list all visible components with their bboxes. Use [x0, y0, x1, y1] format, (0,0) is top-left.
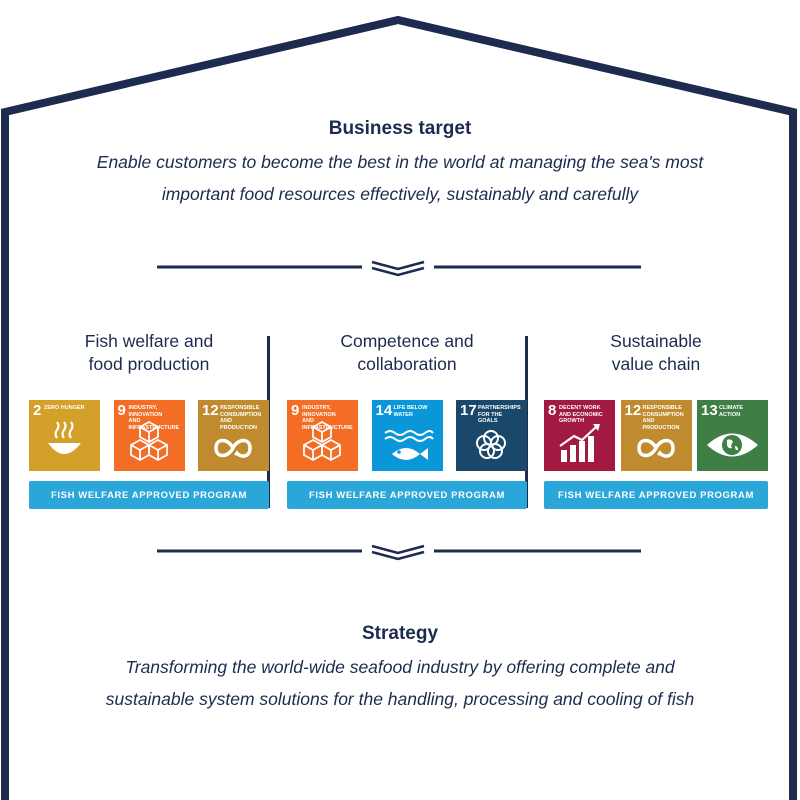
fish-welfare-program-banner: FISH WELFARE APPROVED PROGRAM — [287, 481, 527, 509]
sdg-tile-9: 9 Industry, innovation and infrastructur… — [113, 400, 185, 471]
column-title-line-2: value chain — [611, 354, 701, 374]
sdg-number: 14 — [375, 402, 393, 419]
sdg-tile-2: 2 Zero hunger — [29, 400, 100, 471]
fish-icon — [383, 430, 434, 460]
fish-welfare-program-banner: FISH WELFARE APPROVED PROGRAM — [29, 481, 269, 509]
column-title-line-1: Competence and — [340, 331, 474, 351]
sdg-tile-9: 9 Industry, innovation and infrastructur… — [287, 400, 358, 471]
business-target-text: Enable customers to become the best in t… — [50, 146, 750, 210]
sdg-tile-13: 13 Climate action — [697, 400, 768, 471]
growth-chart-icon — [559, 424, 600, 462]
sdg-label: Industry, innovation and infrastructure — [302, 405, 353, 431]
sdg-tiles: 8 Decent work and economic growth 12 Res… — [544, 400, 768, 471]
strategy-line-2: sustainable system solutions for the han… — [105, 689, 695, 709]
column-title-line-2: collaboration — [357, 354, 457, 374]
sdg-tile-12: 12 Responsible consumption and productio… — [620, 400, 692, 471]
fish-welfare-program-banner: FISH WELFARE APPROVED PROGRAM — [544, 481, 768, 509]
strategy-heading: Strategy — [361, 623, 439, 644]
sdg-label: Responsible consumption and production — [642, 405, 684, 431]
cubes-icon — [303, 420, 341, 462]
eye-globe-icon — [707, 433, 758, 457]
sdg-label: Climate action — [719, 405, 744, 418]
sdg-number: 9 — [117, 402, 126, 419]
sdg-number: 13 — [701, 402, 718, 419]
sdg-number: 12 — [202, 402, 219, 419]
infinity-icon — [636, 438, 675, 458]
sdg-tiles: 9 Industry, innovation and infrastructur… — [287, 400, 527, 471]
sdg-tiles: 2 Zero hunger 9 Industry, innovation and… — [29, 400, 269, 471]
column-title: Sustainable value chain — [544, 330, 768, 378]
sdg-label: Responsible consumption and production — [220, 405, 262, 431]
sdg-label: Life below water — [393, 405, 428, 418]
business-target-heading: Business target — [328, 118, 472, 139]
flower-icon — [476, 430, 506, 459]
column-value-chain: Sustainable value chain 8 Decent work an… — [544, 330, 768, 509]
sdg-label: Decent work and economic growth — [559, 405, 603, 424]
column-title: Fish welfare and food production — [29, 330, 269, 378]
sdg-number: 8 — [548, 402, 557, 419]
business-target-line-2: important food resources effectively, su… — [161, 184, 639, 204]
sdg-number: 12 — [624, 402, 642, 419]
strategy-text: Transforming the world-wide seafood indu… — [50, 651, 750, 715]
sdg-tile-12: 12 Responsible consumption and productio… — [198, 400, 269, 471]
column-title-line-1: Fish welfare and — [84, 331, 214, 351]
column-title-line-1: Sustainable — [610, 331, 702, 351]
infinity-icon — [214, 438, 252, 458]
sdg-label: Partnerships for the goals — [478, 405, 521, 424]
sdg-tile-17: 17 Partnerships for the goals — [456, 400, 527, 471]
sdg-tile-14: 14 Life below water — [371, 400, 443, 471]
sdg-label: Zero hunger — [44, 405, 85, 411]
column-competence: Competence and collaboration 9 Industry,… — [287, 330, 527, 509]
sdg-number: 17 — [460, 402, 477, 419]
sdg-number: 2 — [33, 402, 42, 419]
sdg-label: Industry, innovation and infrastructure — [128, 405, 180, 431]
sdg-number: 9 — [291, 402, 300, 419]
column-title-line-2: food production — [88, 354, 210, 374]
column-fish-welfare: Fish welfare and food production 2 Zero … — [29, 330, 269, 509]
cubes-icon — [129, 420, 168, 462]
business-target-line-1: Enable customers to become the best in t… — [96, 152, 704, 172]
bowl-icon — [48, 421, 81, 454]
strategy-line-1: Transforming the world-wide seafood indu… — [125, 657, 675, 677]
sdg-tile-8: 8 Decent work and economic growth — [544, 400, 615, 471]
column-title: Competence and collaboration — [287, 330, 527, 378]
